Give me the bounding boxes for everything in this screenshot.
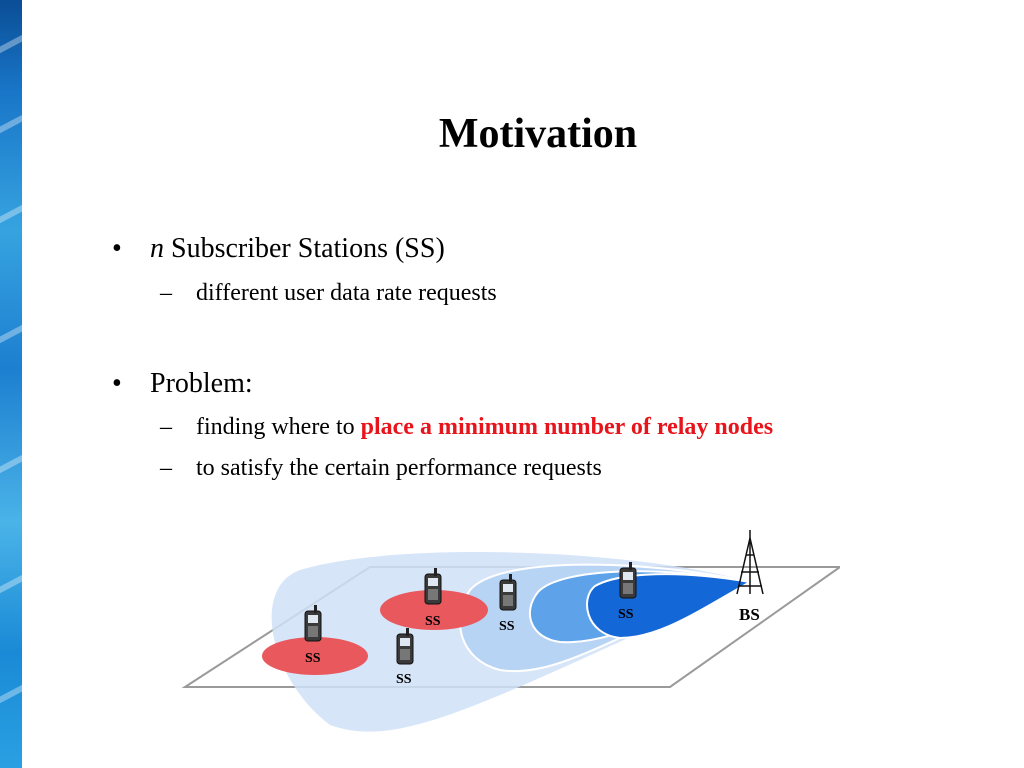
dash-mark: – <box>160 455 172 481</box>
left-decorative-bar <box>0 0 22 768</box>
sub-bullet-finding: –finding where to place a minimum number… <box>160 412 773 442</box>
dash-mark: – <box>160 414 172 440</box>
sub-bullet-text: finding where to <box>196 414 361 440</box>
bs-tower-icon <box>736 530 764 595</box>
sub-bullet-text: to satisfy the certain performance reque… <box>196 455 602 481</box>
sub-bullet-text: different user data rate requests <box>196 280 497 306</box>
variable-n: n <box>150 233 164 264</box>
relay-zone <box>380 590 488 630</box>
ss-label: SS <box>499 619 515 634</box>
highlighted-text: place a minimum number of relay nodes <box>360 414 774 440</box>
bullet-problem: • Problem: <box>112 367 253 401</box>
relay-zone <box>262 637 368 675</box>
bullet-mark: • <box>112 233 122 264</box>
ss-label: SS <box>396 672 412 687</box>
slide-title: Motivation <box>438 111 638 157</box>
bs-label: BS <box>739 605 760 624</box>
ss-label: SS <box>618 607 634 622</box>
dash-mark: – <box>160 280 172 306</box>
sub-bullet-satisfy: –to satisfy the certain performance requ… <box>160 453 602 483</box>
relay-network-diagram: SS SS SS SS SS BS <box>181 530 840 732</box>
bullet-text: Subscriber Stations (SS) <box>164 233 445 264</box>
ss-label: SS <box>305 651 321 666</box>
bullet-text: Problem: <box>150 368 253 399</box>
bullet-mark: • <box>112 368 122 399</box>
ss-label: SS <box>425 614 441 629</box>
sub-bullet-data-rates: –different user data rate requests <box>160 278 497 308</box>
bullet-subscriber-stations: • n Subscriber Stations (SS) <box>112 232 445 266</box>
